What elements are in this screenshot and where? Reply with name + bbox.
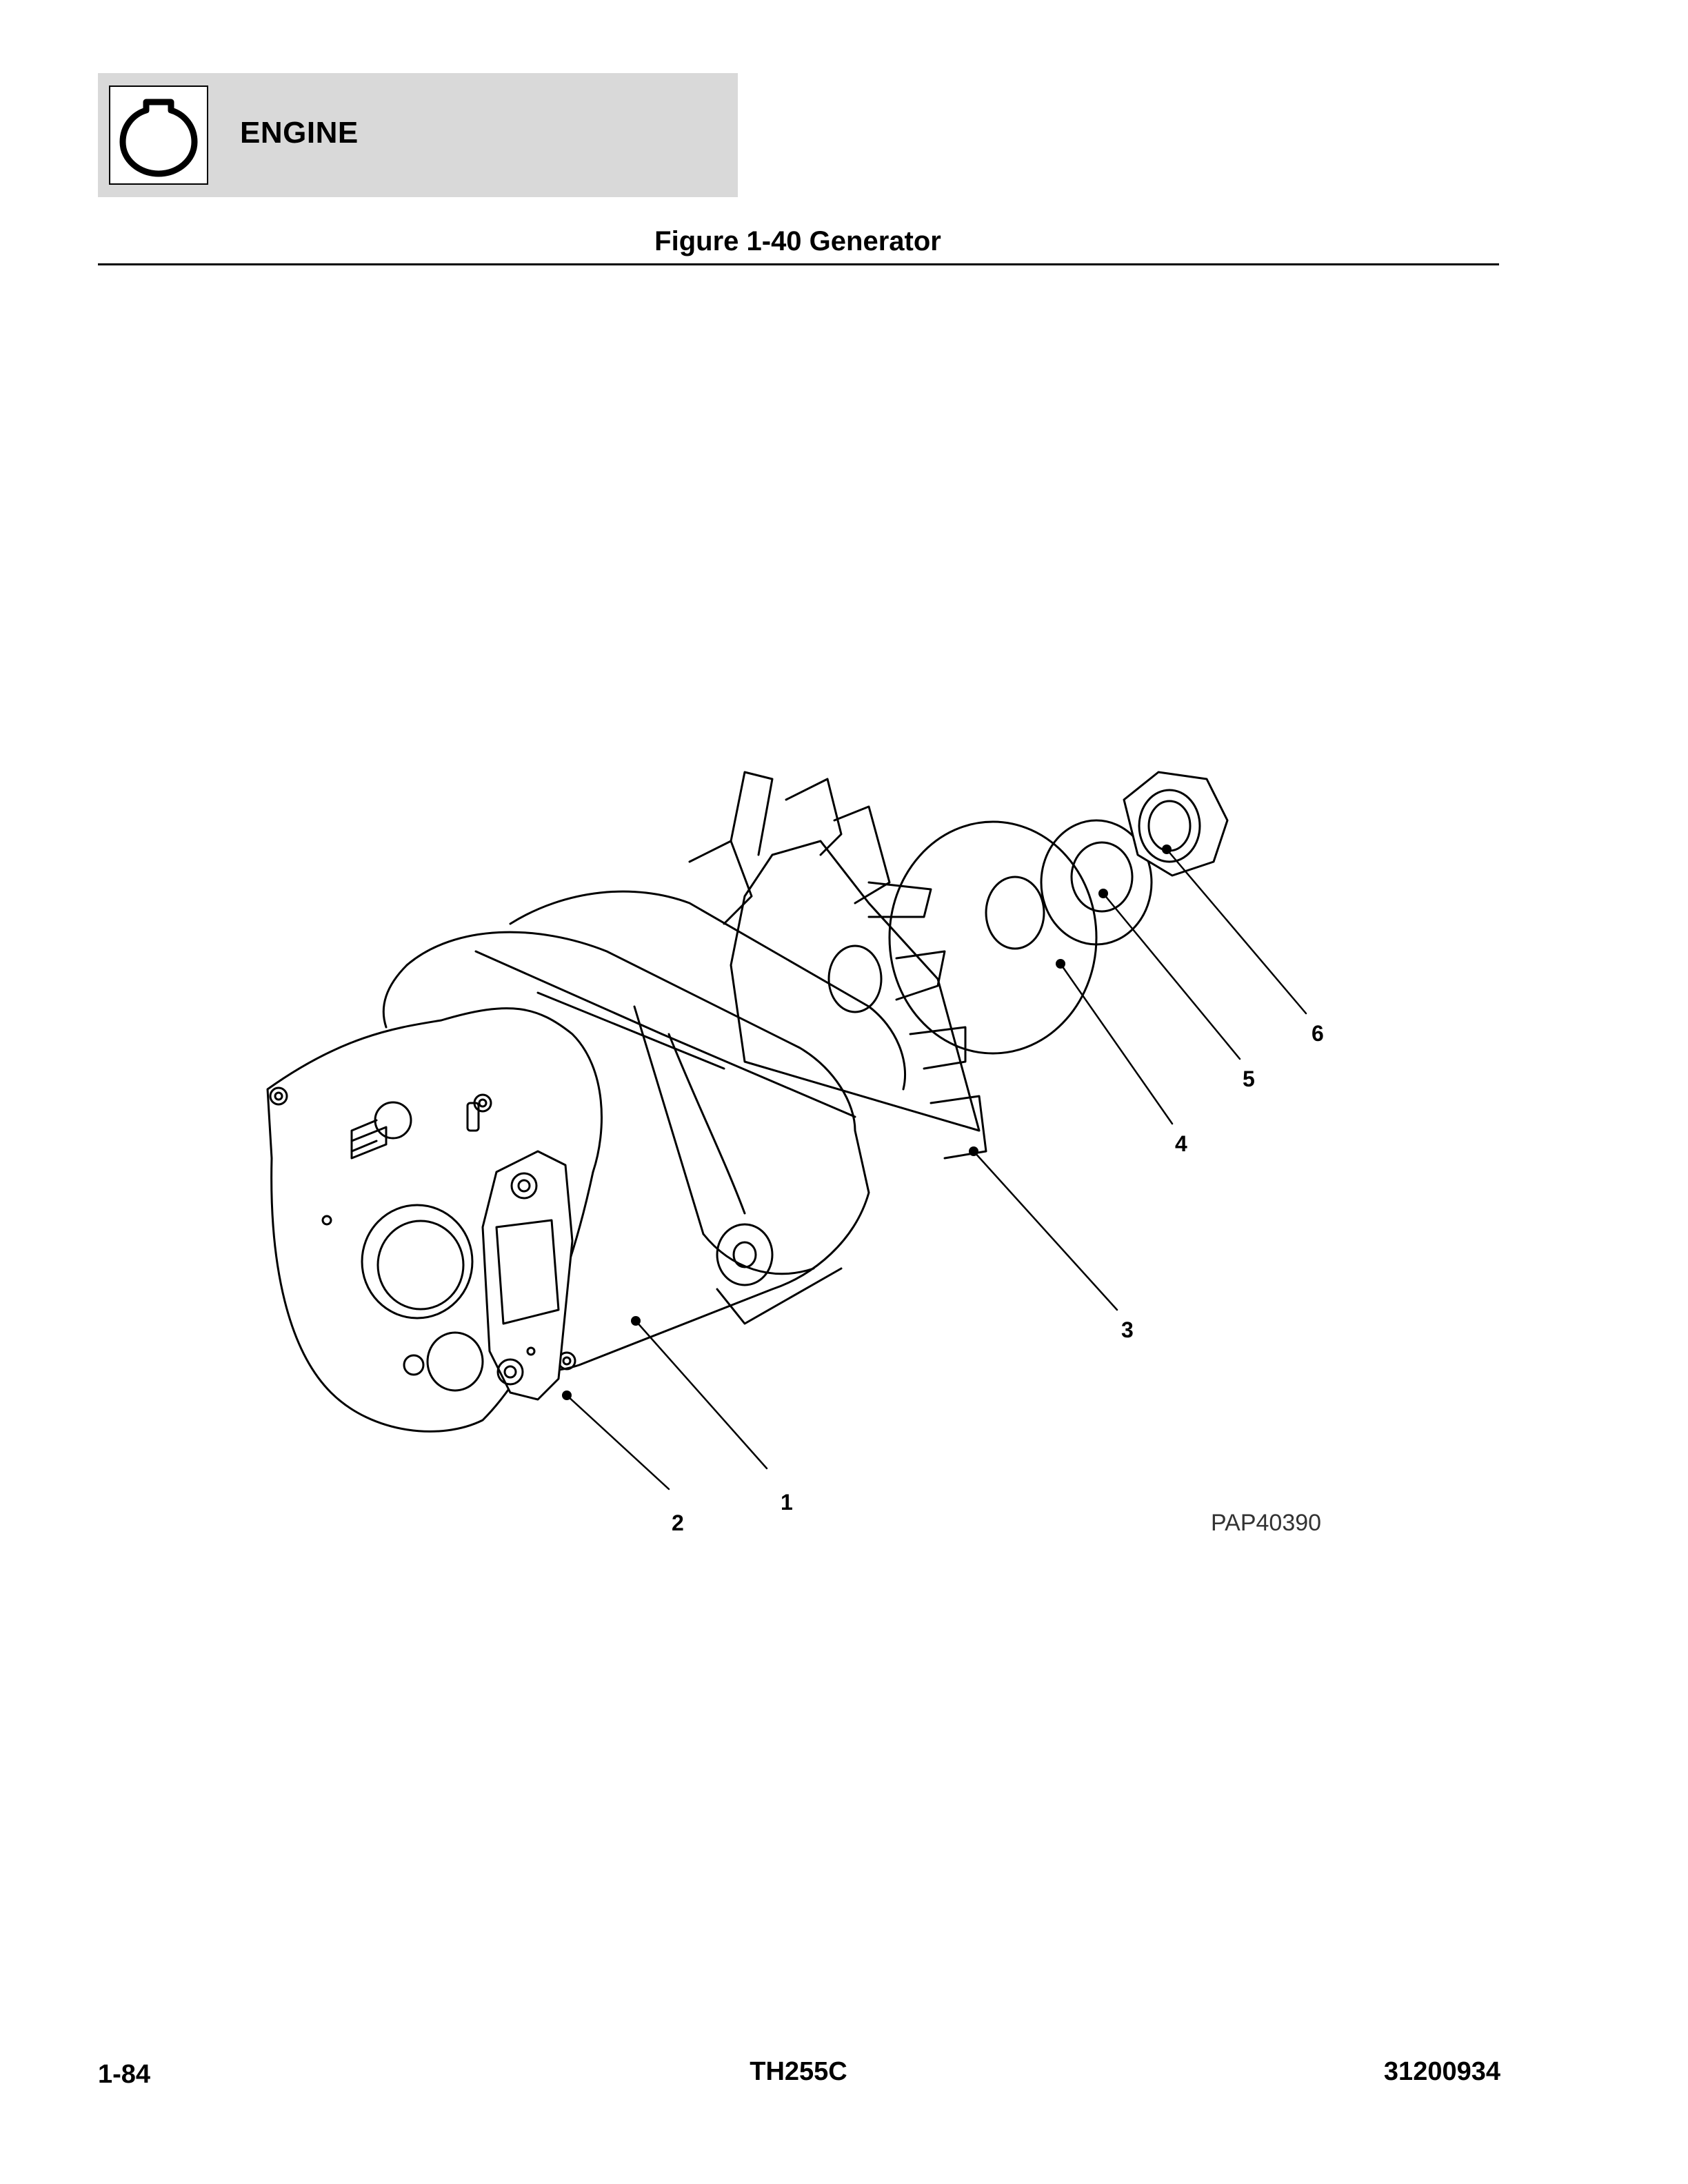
- section-title: ENGINE: [240, 116, 359, 150]
- generator-figure: 1 2 3 4 5 6 PAP40390: [248, 745, 1379, 1572]
- callout-1: 1: [781, 1490, 793, 1515]
- engine-icon: [109, 85, 208, 185]
- section-header: ENGINE: [98, 73, 738, 197]
- document-number: 31200934: [1383, 2057, 1500, 2086]
- callout-5: 5: [1243, 1066, 1255, 1091]
- page-number: 1-84: [98, 2060, 151, 2089]
- callout-4: 4: [1175, 1131, 1187, 1156]
- callout-2: 2: [672, 1510, 684, 1535]
- caption-divider: [98, 263, 1499, 265]
- figure-caption: Figure 1-40 Generator: [654, 226, 941, 256]
- model-name: TH255C: [750, 2057, 847, 2086]
- callout-3: 3: [1121, 1317, 1134, 1342]
- generator-illustration: 1 2 3 4 5 6 PAP40390: [266, 771, 1324, 1536]
- figure-code: PAP40390: [1211, 1510, 1321, 1536]
- callout-6: 6: [1312, 1021, 1324, 1046]
